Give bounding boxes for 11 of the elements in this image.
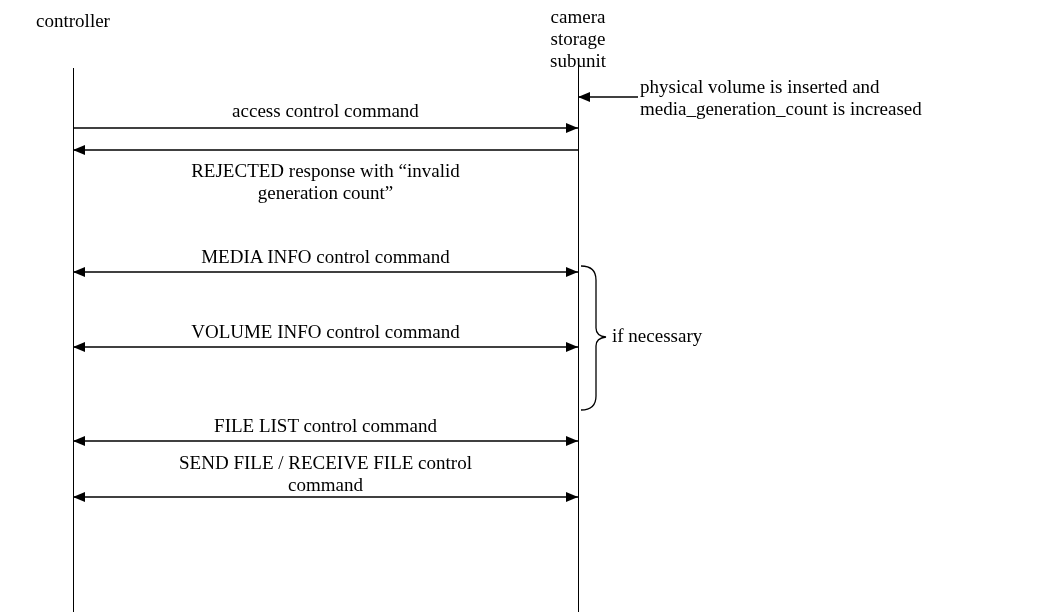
arrow bbox=[72, 492, 579, 502]
arrow bbox=[72, 267, 579, 277]
participant-name: camera storage subunit bbox=[549, 6, 607, 72]
bracket-note: if necessary bbox=[612, 325, 703, 347]
arrow bbox=[72, 436, 579, 446]
arrow bbox=[577, 92, 639, 102]
arrow bbox=[72, 342, 579, 352]
arrow bbox=[72, 123, 579, 133]
note-text: physical volume is inserted and media_generation_count is increased bbox=[640, 76, 1055, 120]
arrow bbox=[72, 145, 579, 155]
participant-name: controller bbox=[35, 10, 111, 32]
